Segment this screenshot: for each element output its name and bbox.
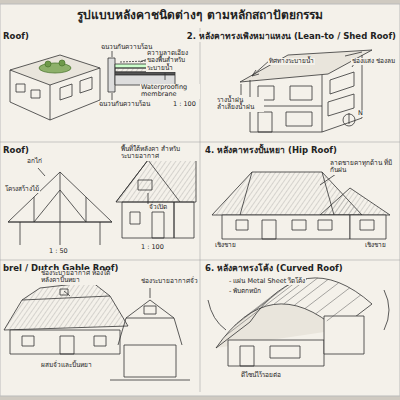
callout-label: ช่องแสง ช่องลม bbox=[351, 58, 397, 65]
callout-label: จั่วเปิด bbox=[148, 204, 168, 211]
sheet-title: รูปแบบหลังคาชนิดต่างๆ ตามหลักสถาปัตยกรรม bbox=[0, 9, 400, 23]
curved-roof-house bbox=[208, 278, 389, 366]
callout-label: เชิงชาย bbox=[214, 242, 237, 249]
callout-label: ฉนวนกันความร้อน bbox=[98, 101, 151, 108]
callout-label: ลาดชายคาทุกด้าน ที่มีกันฝน bbox=[329, 160, 397, 175]
callout-label: 1 : 100 bbox=[140, 244, 165, 251]
panel-heading: 4. หลังคาทรงปั้นหยา (Hip Roof) bbox=[204, 146, 338, 156]
roof-rib bbox=[244, 292, 278, 318]
callout-label: - แผ่น Metal Sheet รีดโค้ง bbox=[228, 278, 306, 285]
callout-label: รางน้ำฝน ลำเลียงน้ำฝน bbox=[216, 97, 264, 112]
gambrel-roof-house bbox=[4, 282, 128, 354]
callout-label: พื้นที่ใต้หลังคา สำหรับระบายอากาศ bbox=[120, 146, 198, 161]
callout-label: ช่องระบายอากาศ ห้องใต้หลังคาปั้นหยา bbox=[40, 270, 112, 285]
roof-rib bbox=[305, 283, 339, 309]
panel-heading: 6. หลังคาทรงโค้ง (Curved Roof) bbox=[204, 264, 344, 274]
callout-label: ช่องระบายอากาศจั่ว bbox=[140, 278, 199, 285]
callout-label: ความลาดเอียง ของพื้นสำหรับระบายน้ำ bbox=[146, 50, 198, 72]
roof-rib bbox=[225, 310, 259, 336]
flat-roof-house bbox=[10, 55, 100, 120]
callout-label: 1 : 100 bbox=[172, 101, 197, 108]
paper-card bbox=[0, 4, 400, 396]
hip-roof-house bbox=[212, 172, 390, 239]
roof-rib bbox=[316, 288, 350, 314]
panel-heading: Roof) bbox=[2, 32, 30, 42]
panel-grid bbox=[0, 28, 400, 392]
gable-house bbox=[116, 160, 196, 238]
callout-label: - พับตกหมัก bbox=[228, 288, 262, 295]
gable-truss bbox=[8, 168, 112, 245]
callout-label: โครงสร้างไม้ bbox=[4, 186, 40, 193]
panel-heading: 2. หลังคาทรงเพิงหมาแหงน (Lean-to / Shed … bbox=[186, 32, 397, 42]
roof-rib bbox=[327, 295, 361, 321]
callout-label: เชิงชาย bbox=[364, 242, 387, 249]
panel-heading: Roof) bbox=[2, 146, 30, 156]
callout-label: 1 : 50 bbox=[48, 248, 69, 255]
callout-label: ผสมจั่วและปั้นหยา bbox=[40, 362, 93, 369]
callout-label: Waterproofing membrane bbox=[140, 84, 200, 99]
callout-label: ทิศทางระบายน้ำ bbox=[268, 58, 315, 65]
callout-label: ดีไซน์ไร้รอยต่อ bbox=[240, 372, 282, 379]
gambrel-section bbox=[110, 288, 190, 380]
callout-label: N bbox=[357, 110, 364, 117]
callout-label: อกไก่ bbox=[26, 158, 43, 165]
